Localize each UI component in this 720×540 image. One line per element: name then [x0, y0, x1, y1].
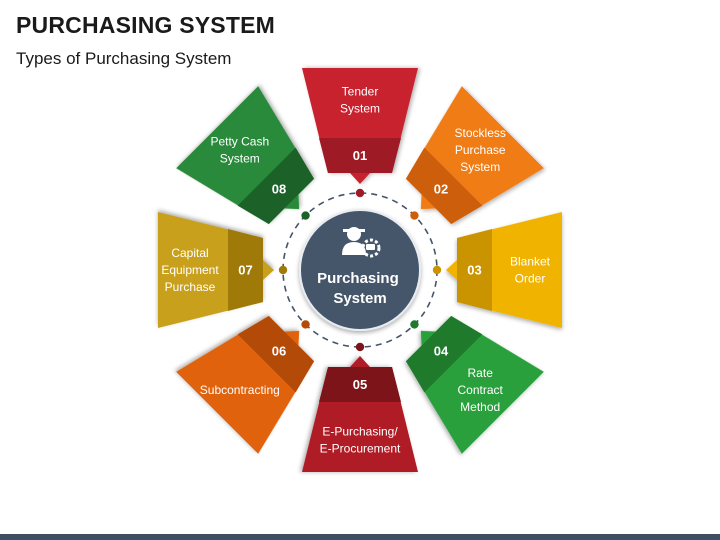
- petal-label-line: System: [340, 102, 380, 116]
- petal-number-band: [237, 147, 315, 225]
- petal-number-band: [228, 229, 263, 311]
- petal-label-line: Equipment: [161, 263, 219, 277]
- petal-number: 04: [434, 344, 449, 359]
- petal-label-line: Method: [460, 400, 500, 414]
- petal-number: 06: [272, 344, 286, 359]
- petal-label-line: Rate: [468, 366, 494, 380]
- petal-08: [176, 86, 315, 225]
- petal-04: [405, 315, 544, 454]
- petal-number-band: [319, 138, 401, 173]
- connector-dot: [410, 320, 419, 329]
- petal-label-line: Purchase: [165, 280, 216, 294]
- petal-label: Subcontracting: [200, 383, 280, 397]
- petal-label-line: Blanket: [510, 255, 551, 269]
- petal-label-line: E-Purchasing/: [322, 425, 398, 439]
- petal-number: 05: [353, 377, 367, 392]
- petal-label-line: Order: [515, 272, 546, 286]
- petal-05: [302, 342, 418, 472]
- petal-number: 07: [238, 263, 252, 278]
- connector-dot: [278, 265, 288, 275]
- petal-02: [405, 86, 544, 225]
- petal-label-line: Petty Cash: [210, 134, 269, 148]
- page-title: PURCHASING SYSTEM: [16, 12, 275, 38]
- petal-label-line: Subcontracting: [200, 383, 280, 397]
- petal-label-line: Capital: [171, 246, 208, 260]
- page-subtitle: Types of Purchasing System: [16, 49, 232, 68]
- petal-number-band: [405, 315, 483, 393]
- center-label-line-1: Purchasing: [317, 270, 399, 287]
- connector-dot: [301, 320, 310, 329]
- center-label-line-2: System: [333, 290, 386, 307]
- petal-number-band: [237, 315, 315, 393]
- petal-label-line: Stockless: [455, 126, 506, 140]
- petal-label-line: Contract: [458, 383, 504, 397]
- connector-dot: [432, 265, 442, 275]
- center-label: Purchasing System: [317, 270, 403, 307]
- petal-06: [176, 315, 315, 454]
- connector-dot: [355, 342, 365, 352]
- connector-dot: [301, 211, 310, 220]
- petal-number-band: [319, 367, 401, 402]
- petal-07: [158, 212, 288, 328]
- petal-label-line: Purchase: [455, 143, 506, 157]
- petal-number: 03: [467, 263, 481, 278]
- petal-01: [302, 68, 418, 198]
- petal-number-band: [457, 229, 492, 311]
- connector-dot: [355, 188, 365, 198]
- petal-number: 02: [434, 182, 448, 197]
- bottom-bar: [0, 534, 720, 540]
- connector-dot: [410, 211, 419, 220]
- petal-number-band: [405, 147, 483, 225]
- petal-label-line: Tender: [342, 85, 379, 99]
- petal-number: 08: [272, 182, 286, 197]
- petal-label: E-Purchasing/E-Procurement: [320, 425, 401, 456]
- purchasing-person-cart-icon: [342, 227, 381, 258]
- center-hub: [299, 209, 421, 331]
- petal-label-line: System: [460, 160, 500, 174]
- petal-label-line: System: [220, 151, 260, 165]
- petal-label-line: E-Procurement: [320, 442, 401, 456]
- petal-number: 01: [353, 148, 367, 163]
- petal-03: [432, 212, 562, 328]
